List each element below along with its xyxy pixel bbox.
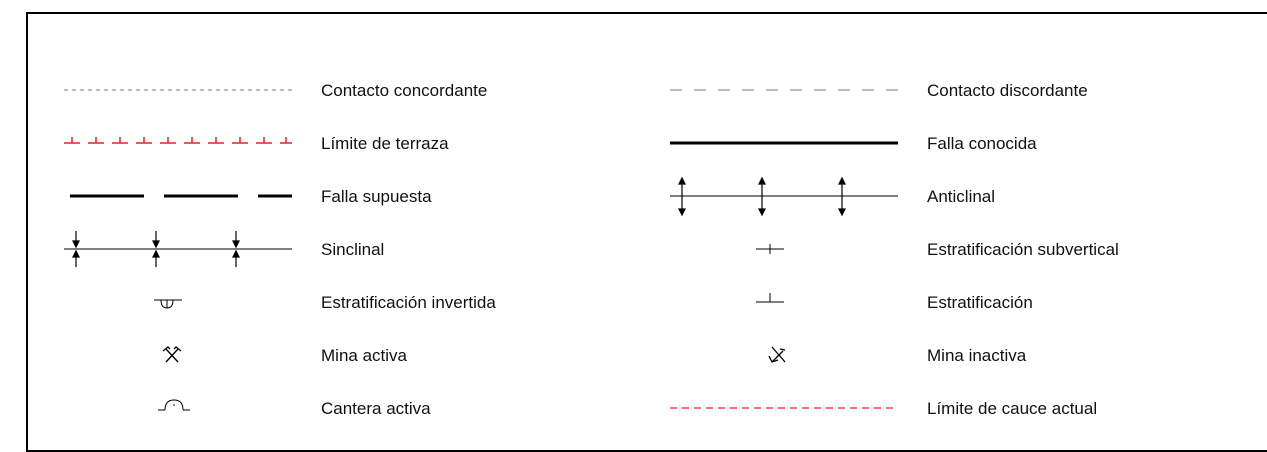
legend-row-mina-inactiva: Mina inactiva bbox=[668, 341, 1228, 371]
legend-label: Cantera activa bbox=[321, 399, 431, 418]
limite-cauce-actual-symbol bbox=[670, 407, 898, 409]
falla-conocida-symbol bbox=[670, 141, 898, 145]
mina-inactiva-symbol bbox=[768, 346, 786, 363]
contacto-discordante-symbol bbox=[670, 89, 898, 91]
legend-row-sinclinal: Sinclinal bbox=[62, 231, 562, 267]
legend-label: Anticlinal bbox=[927, 187, 996, 206]
legend-label: Contacto discordante bbox=[927, 81, 1088, 100]
sinclinal-symbol bbox=[64, 231, 292, 267]
legend-label: Mina activa bbox=[321, 346, 407, 365]
legend-row-estratificacion-subvertical: Estratificación subvertical bbox=[668, 235, 1228, 265]
legend-row-cantera-activa: Cantera activa bbox=[62, 394, 562, 424]
legend-label: Estratificación invertida bbox=[321, 293, 496, 312]
estratificacion-symbol bbox=[756, 293, 784, 303]
legend-row-estratificacion: Estratificación bbox=[668, 288, 1228, 318]
legend-row-limite-terraza: Límite de terraza bbox=[62, 129, 562, 159]
legend-row-anticlinal: Anticlinal bbox=[668, 176, 1228, 216]
legend-row-contacto-concordante: Contacto concordante bbox=[62, 76, 562, 106]
legend-label: Mina inactiva bbox=[927, 346, 1027, 365]
legend-label: Estratificación bbox=[927, 293, 1033, 312]
falla-supuesta-symbol bbox=[70, 194, 292, 198]
legend-label: Contacto concordante bbox=[321, 81, 488, 100]
estratificacion-invertida-symbol bbox=[154, 299, 182, 309]
legend-row-mina-activa: Mina activa bbox=[62, 341, 562, 371]
anticlinal-symbol bbox=[670, 176, 898, 216]
legend-label: Estratificación subvertical bbox=[927, 240, 1119, 259]
legend-label: Sinclinal bbox=[321, 240, 385, 259]
legend-row-falla-conocida: Falla conocida bbox=[668, 129, 1228, 159]
legend-row-falla-supuesta: Falla supuesta bbox=[62, 182, 562, 212]
legend-row-contacto-discordante: Contacto discordante bbox=[668, 76, 1228, 106]
legend-label: Falla conocida bbox=[927, 134, 1037, 153]
legend-label: Límite de terraza bbox=[321, 134, 449, 153]
legend-row-estratificacion-invertida: Estratificación invertida bbox=[62, 288, 562, 318]
contacto-concordante-symbol bbox=[64, 89, 292, 91]
estratificacion-subvertical-symbol bbox=[756, 244, 784, 254]
legend-row-limite-cauce-actual: Límite de cauce actual bbox=[668, 394, 1228, 424]
cantera-activa-symbol bbox=[158, 399, 190, 411]
limite-terraza-symbol bbox=[64, 137, 292, 144]
mina-activa-symbol bbox=[162, 346, 182, 363]
legend-label: Límite de cauce actual bbox=[927, 399, 1098, 418]
legend-label: Falla supuesta bbox=[321, 187, 432, 206]
